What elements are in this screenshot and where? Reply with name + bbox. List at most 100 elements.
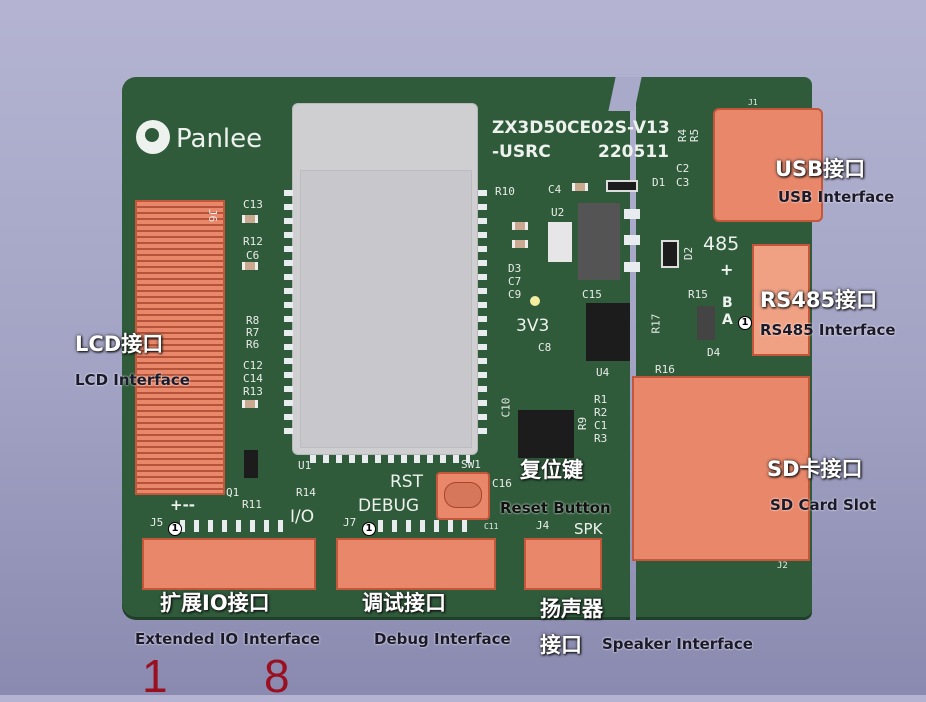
silk-r6: R6 [246, 338, 260, 351]
capacitor [512, 222, 528, 230]
capacitor [572, 183, 588, 191]
debug-label-cn: 调试接口 [362, 591, 446, 615]
silk-r5: R5 [688, 128, 702, 143]
debug-header-pads [378, 520, 476, 532]
silk-r7: R7 [246, 326, 260, 339]
silk-r15: R15 [688, 288, 708, 301]
silk-r8: R8 [246, 314, 260, 327]
silk-r4: R4 [676, 128, 690, 143]
led-3v3 [530, 296, 540, 306]
silk-c12: C12 [243, 359, 263, 372]
silk-a: A [722, 312, 733, 328]
module-pads-left [284, 190, 293, 440]
silk-c6: C6 [246, 249, 260, 262]
silk-debug: DEBUG [358, 496, 420, 516]
speaker-connector [524, 538, 602, 590]
silk-b: B [722, 295, 733, 311]
pad [624, 209, 640, 219]
rs485-label-en: RS485 Interface [760, 321, 896, 339]
silk-j2: J2 [777, 561, 788, 571]
silk-q1: Q1 [226, 486, 240, 499]
silk-c16: C16 [492, 477, 512, 490]
module-shield [300, 170, 472, 448]
silk-j6: J6 [206, 208, 220, 223]
debug-connector [336, 538, 496, 590]
capacitor [242, 262, 258, 270]
pad [624, 235, 640, 245]
silk-u4: U4 [596, 366, 610, 379]
silk-c8: C8 [538, 341, 552, 354]
silk-c15: C15 [582, 288, 602, 301]
silk-j7: J7 [343, 516, 357, 529]
reset-button-cap[interactable] [444, 482, 482, 508]
capacitor [512, 240, 528, 248]
silk-c9: C9 [508, 288, 522, 301]
silk-u2: U2 [551, 206, 565, 219]
io-label-cn: 扩展IO接口 [160, 591, 270, 615]
silk-u1: U1 [298, 459, 312, 472]
panlee-logo-icon [136, 120, 170, 154]
model-text: ZX3D50CE02S-V13 [492, 118, 670, 138]
silk-r3: R3 [594, 432, 608, 445]
silk-io: I/O [290, 507, 315, 527]
pad [624, 262, 640, 272]
date-text: 220511 [598, 142, 669, 162]
silk-r11: R11 [242, 498, 262, 511]
diode-d1 [606, 180, 638, 192]
pin1-marker: 1 [738, 316, 752, 330]
silk-j4: J4 [536, 519, 550, 532]
rs485-connector [752, 244, 810, 356]
silk-r14: R14 [296, 486, 316, 499]
silk-r17: R17 [649, 313, 663, 334]
silk-c1: C1 [594, 419, 608, 432]
silk-rst: RST [390, 472, 423, 492]
silk-plus: + [720, 260, 734, 279]
sd-label-cn: SD卡接口 [767, 457, 863, 481]
logo-text: Panlee [176, 124, 263, 154]
silk-r1: R1 [594, 393, 608, 406]
silk-c10: C10 [499, 397, 513, 418]
silk-r10: R10 [495, 185, 515, 198]
usb-label-cn: USB接口 [775, 157, 866, 181]
capacitor [242, 400, 258, 408]
silk-d4: D4 [707, 346, 721, 359]
silk-j1: J1 [748, 98, 758, 107]
pin1-marker: 1 [168, 522, 182, 536]
diode-d2 [661, 240, 679, 268]
silk-c3: C3 [676, 176, 690, 189]
model-suffix-text: -USRC [492, 142, 551, 162]
silk-d2: D2 [682, 246, 696, 261]
silk-r9: R9 [576, 416, 590, 431]
silk-j5: J5 [150, 516, 164, 529]
speaker-label-en: Speaker Interface [602, 635, 753, 653]
silk-sw1: SW1 [461, 458, 481, 471]
silk-485: 485 [703, 233, 740, 255]
silk-c7: C7 [508, 275, 522, 288]
capacitor [242, 215, 258, 223]
silk-r12: R12 [243, 235, 263, 248]
extended-io-connector [142, 538, 316, 590]
pin1-marker: 1 [362, 522, 376, 536]
silk-d1: D1 [652, 176, 666, 189]
silk-c2: C2 [676, 162, 690, 175]
pin-last-number: 8 [264, 650, 290, 702]
speaker-label-cn-1: 扬声器 [540, 597, 603, 621]
transistor-q1 [244, 450, 258, 478]
sd-card-slot [632, 376, 810, 561]
module-pads-bottom [310, 455, 470, 463]
silk-c14: C14 [243, 372, 263, 385]
reset-label-en: Reset Button [500, 499, 611, 517]
usb-label-en: USB Interface [778, 188, 895, 206]
silk-r16: R16 [655, 363, 675, 376]
silk-3v3: 3V3 [516, 316, 550, 336]
sd-label-en: SD Card Slot [770, 496, 877, 514]
silk-d3: D3 [508, 262, 522, 275]
lcd-fpc-connector [135, 200, 225, 495]
silk-spk: SPK [574, 520, 603, 538]
connector-white [548, 222, 572, 262]
debug-label-en: Debug Interface [374, 630, 511, 648]
silk-c13: C13 [243, 198, 263, 211]
silk-r2: R2 [594, 406, 608, 419]
rs485-label-cn: RS485接口 [760, 288, 878, 312]
module-pads-right [478, 190, 487, 440]
